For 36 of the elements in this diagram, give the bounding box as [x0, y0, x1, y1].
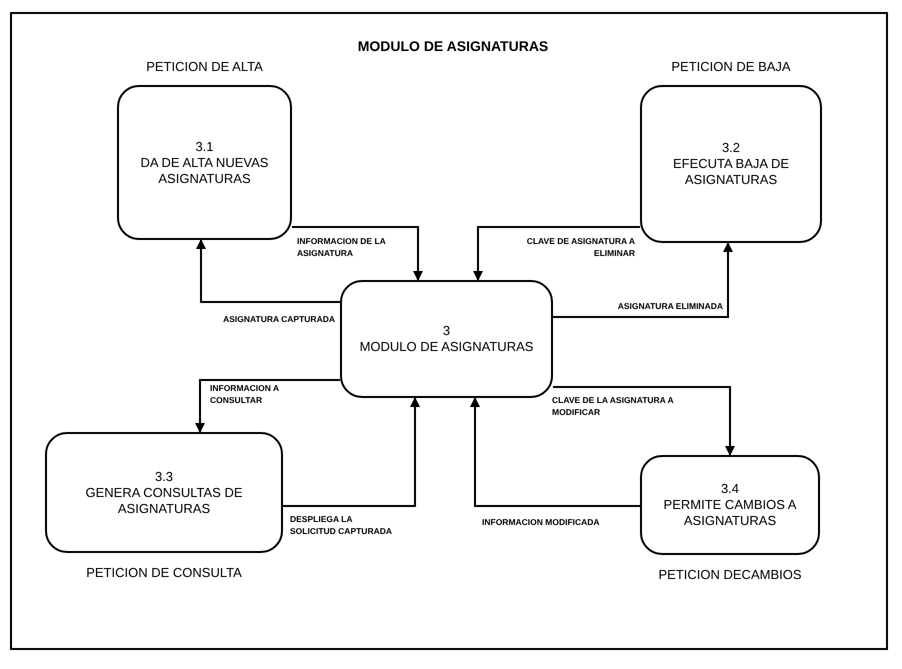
- process-caption: PETICION DE CONSULTA: [85, 565, 243, 581]
- process-name: GENERA CONSULTAS DE ASIGNATURAS: [84, 484, 244, 516]
- process-box: [640, 455, 820, 555]
- process-number: 3: [442, 323, 450, 339]
- process-box: [340, 280, 553, 398]
- process-caption: PETICION DE BAJA: [670, 59, 792, 75]
- process-name: PERMITE CAMBIOS A ASIGNATURAS: [662, 497, 798, 529]
- process-box: [640, 85, 822, 243]
- process-name: EFECUTA BAJA DE ASIGNATURAS: [672, 156, 790, 188]
- process-box: [45, 432, 283, 553]
- arrow: [470, 397, 640, 507]
- arrow: [283, 397, 420, 507]
- process-name: DA DE ALTA NUEVAS ASIGNATURAS: [140, 154, 270, 186]
- process-name: MODULO DE ASIGNATURAS: [360, 339, 534, 355]
- edge-label: CLAVE DE LA ASIGNATURA A MODIFICAR: [552, 394, 674, 418]
- edge-label: CLAVE DE ASIGNATURA A ELIMINAR: [526, 235, 635, 259]
- process-caption: PETICION DECAMBIOS: [657, 567, 803, 583]
- process-number: 3.3: [154, 468, 174, 484]
- edge-label: ASIGNATURA ELIMINADA: [616, 300, 723, 312]
- edge-label: DESPLIEGA LA SOLICITUD CAPTURADA: [290, 513, 393, 537]
- process-number: 3.4: [720, 481, 740, 497]
- edge-label: ASIGNATURA CAPTURADA: [222, 313, 335, 325]
- arrow: [553, 242, 733, 318]
- edge-label: INFORMACION DE LA ASIGNATURA: [297, 235, 386, 259]
- edge-label: INFORMACION MODIFICADA: [482, 516, 601, 528]
- arrow: [292, 226, 423, 281]
- diagram-title: MODULO DE ASIGNATURAS: [356, 37, 550, 56]
- edge-label: INFORMACION A CONSULTAR: [210, 382, 280, 406]
- arrow: [553, 386, 735, 456]
- arrow: [196, 239, 340, 303]
- process-number: 3.2: [722, 140, 740, 156]
- arrow: [195, 379, 340, 433]
- arrow: [473, 226, 640, 281]
- process-box: [117, 85, 292, 240]
- process-caption: PETICION DE ALTA: [145, 59, 264, 75]
- process-number: 3.1: [195, 138, 214, 154]
